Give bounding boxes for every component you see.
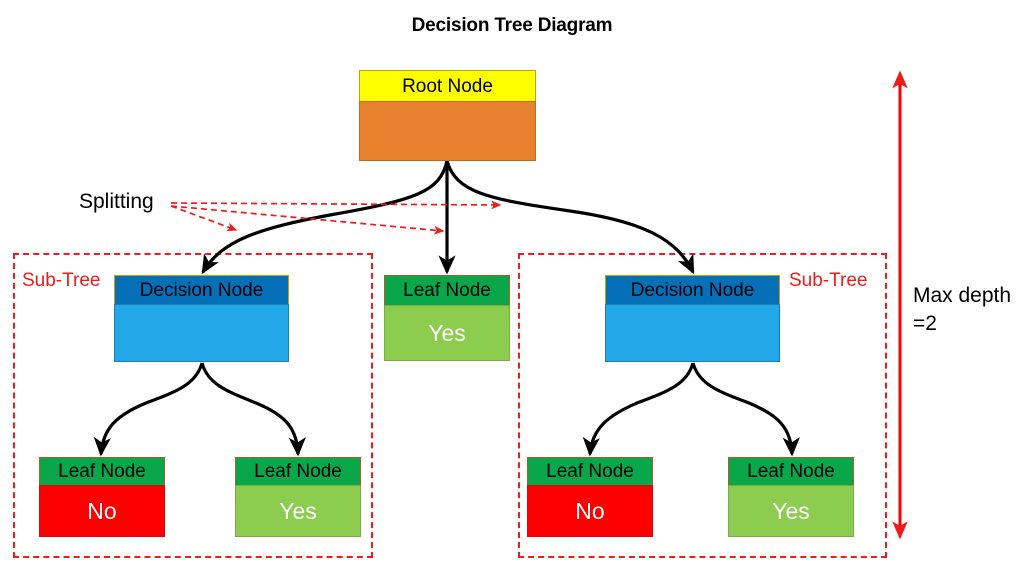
- leaf-node-left-right-body: Yes: [235, 485, 361, 537]
- leaf-node-right-right-body: Yes: [728, 485, 854, 537]
- subtree-label-left: Sub-Tree: [22, 270, 101, 291]
- splitting-label: Splitting: [79, 190, 154, 213]
- max-depth-line-2: =2: [913, 312, 937, 336]
- decision-node-right-header: Decision Node: [605, 275, 780, 304]
- decision-node-left-header: Decision Node: [114, 275, 289, 304]
- leaf-node-left-left[interactable]: Leaf Node No: [39, 457, 165, 537]
- decision-node-left[interactable]: Decision Node: [114, 275, 289, 362]
- decision-node-left-body: [114, 304, 289, 362]
- splitting-arrow-center: [170, 205, 445, 235]
- leaf-node-right-right[interactable]: Leaf Node Yes: [728, 457, 854, 537]
- leaf-node-left-right-header: Leaf Node: [235, 457, 361, 485]
- leaf-node-right-left[interactable]: Leaf Node No: [527, 457, 653, 537]
- root-node-header: Root Node: [359, 70, 536, 101]
- leaf-node-center-header: Leaf Node: [384, 275, 510, 305]
- subtree-boundary-left: [13, 253, 373, 558]
- decision-node-right[interactable]: Decision Node: [605, 275, 780, 362]
- leaf-node-left-left-header: Leaf Node: [39, 457, 165, 485]
- root-node[interactable]: Root Node: [359, 70, 536, 161]
- leaf-node-right-left-body: No: [527, 485, 653, 537]
- decision-node-right-body: [605, 304, 780, 362]
- subtree-boundary-right: [518, 253, 887, 558]
- max-depth-label: Max depth =2: [913, 282, 1011, 339]
- leaf-node-left-left-body: No: [39, 485, 165, 537]
- subtree-label-right: Sub-Tree: [789, 270, 868, 291]
- splitting-arrow-right: [170, 200, 502, 210]
- root-node-body: [359, 101, 536, 161]
- leaf-node-right-left-header: Leaf Node: [527, 457, 653, 485]
- leaf-node-right-right-header: Leaf Node: [728, 457, 854, 485]
- max-depth-line-1: Max depth: [913, 284, 1012, 307]
- leaf-node-center-body: Yes: [384, 305, 510, 361]
- leaf-node-center[interactable]: Leaf Node Yes: [384, 275, 510, 361]
- splitting-arrow-left: [170, 205, 238, 232]
- leaf-node-left-right[interactable]: Leaf Node Yes: [235, 457, 361, 537]
- page-title: Decision Tree Diagram: [411, 15, 613, 36]
